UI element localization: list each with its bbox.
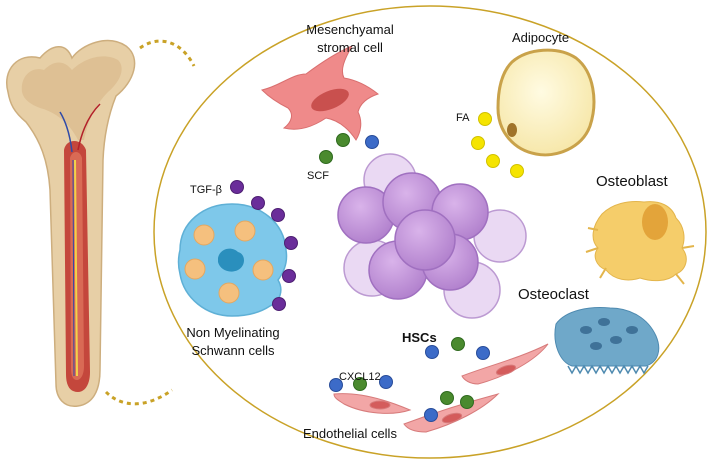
hsc-cell-center [394,209,456,271]
spongy-bone-texture [21,56,122,140]
osteoclast-body [554,307,660,367]
msc-cell [261,44,380,141]
adipocyte-nucleus [507,123,517,137]
connector-bottom [104,388,173,406]
label-schwann-line2: Schwann cells [191,343,275,358]
tgfb-dot [251,196,265,210]
fa-dot [486,154,500,168]
label-fa: FA [456,112,470,124]
osteoclast-nucleus [598,318,610,326]
vessel-blue-long [72,159,75,377]
label-msc-line1: Mesenchyamal [306,22,394,37]
femur-bone [6,39,136,407]
cxcl12-dot-blue [425,345,439,359]
tgfb-dot [284,236,298,250]
scf-dot-green [336,133,350,147]
scf-dot-blue [365,135,379,149]
blood-vessel-red [77,103,101,151]
cxcl12-dot-blue [424,408,438,422]
label-tgfb: TGF-β [190,184,222,196]
label-cxcl12: CXCL12 [339,371,381,383]
cxcl12-dot-green [353,377,367,391]
osteoblast-spikes [585,227,695,285]
label-scf: SCF [307,170,329,182]
label-osteoclast: Osteoclast [518,286,589,303]
osteoclast-nucleus [580,326,592,334]
osteoclast-nucleus [610,336,622,344]
hsc-cluster [337,153,527,319]
label-adipocyte: Adipocyte [512,30,570,45]
tgfb-dot [282,269,296,283]
schwann-vesicle [234,220,256,242]
msc-nucleus [311,88,349,112]
endothelial-nucleus [369,400,391,410]
endothelial-nucleus [495,364,517,376]
osteoclast-nucleus [590,342,602,350]
label-hscs: HSCs [402,330,437,345]
osteoblast-cell [585,201,695,285]
label-osteoblast: Osteoblast [596,173,668,190]
msc-body [261,44,380,141]
osteoblast-body [592,201,687,282]
schwann-vesicle [184,258,206,280]
cxcl12-dot-green [451,337,465,351]
schwann-cell [177,203,288,317]
cxcl12-dot-blue [329,378,343,392]
osteoclast-nucleus [626,326,638,334]
tgfb-dot [272,297,286,311]
tgfb-dot [230,180,244,194]
nerve-yellow [74,159,78,377]
schwann-vesicle [193,224,215,246]
adipocyte-body [496,48,596,157]
tgfb-dot [271,208,285,222]
endothelial-cell [461,343,549,385]
osteoclast-cell [554,307,660,375]
fa-dot [478,112,492,126]
scf-dot-green [319,150,333,164]
label-endothelial: Endothelial cells [303,426,397,441]
cxcl12-dot-green [440,391,454,405]
schwann-vesicle [252,259,274,281]
endothelial-nucleus [441,412,463,424]
label-msc-line2: stromal cell [317,40,383,55]
cxcl12-dot-green [460,395,474,409]
cxcl12-dot-blue [379,375,393,389]
endothelial-cells [333,343,549,433]
fa-dot [471,136,485,150]
schwann-nucleus [218,248,244,272]
osteoclast-ruffled-border [567,364,649,375]
fa-dot [510,164,524,178]
cxcl12-dot-blue [476,346,490,360]
blood-vessel-blue [59,111,73,153]
endothelial-cell [403,393,500,433]
connector-top [139,39,196,67]
schwann-vesicle [218,282,240,304]
osteoblast-nucleus [642,204,668,240]
label-schwann-line1: Non Myelinating [186,325,280,340]
adipocyte-cell [496,48,596,157]
